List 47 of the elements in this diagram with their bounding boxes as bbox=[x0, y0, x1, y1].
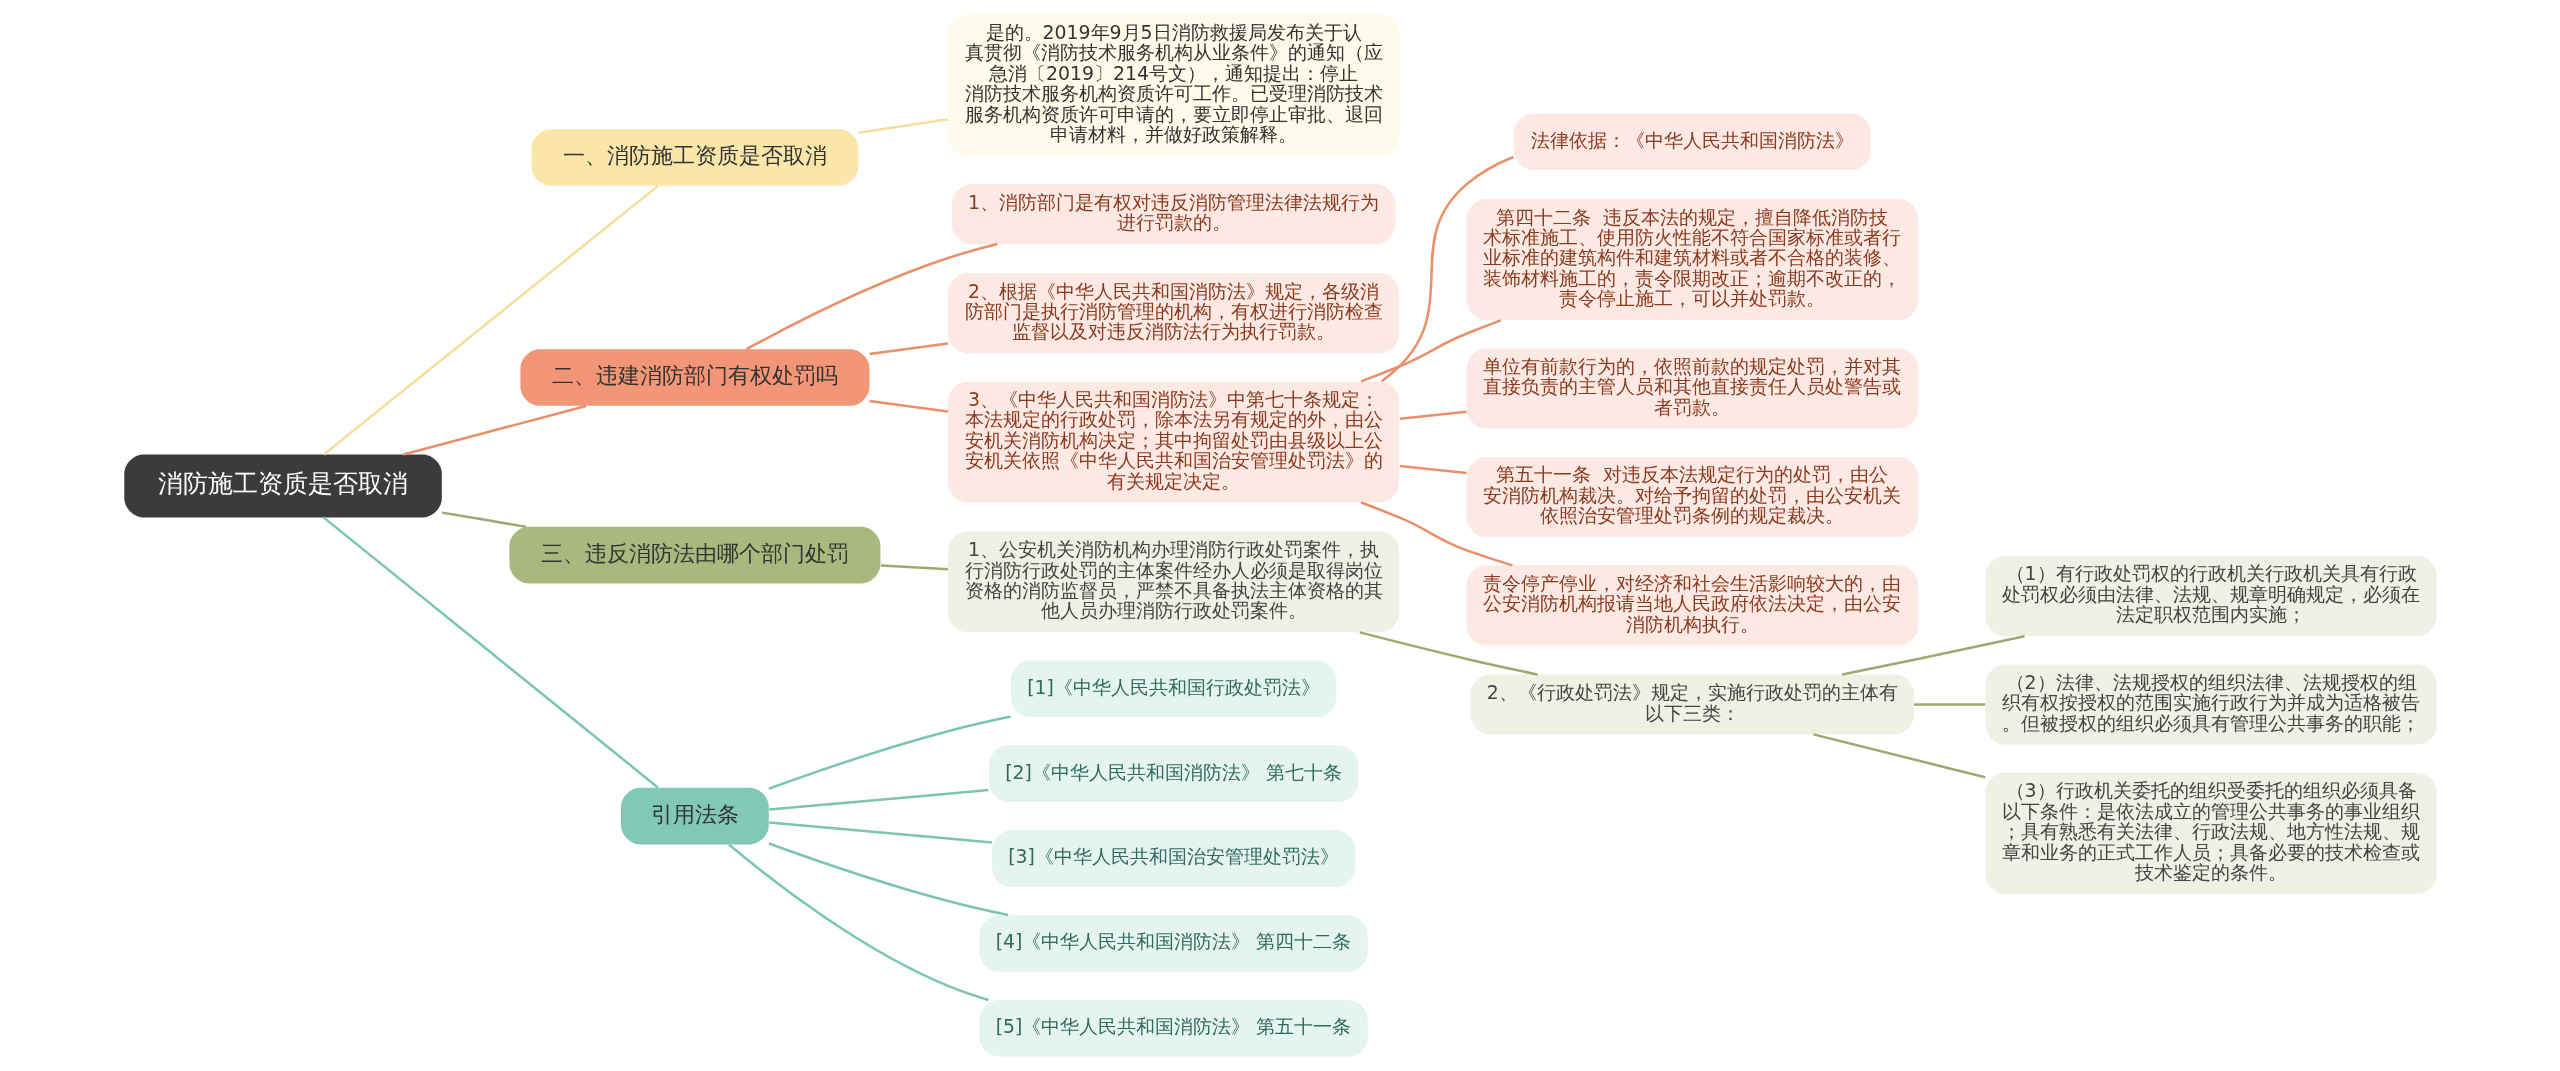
connector bbox=[1380, 155, 1514, 383]
connector bbox=[858, 117, 948, 134]
node-box: 三、违反消防法由哪个部门处罚 bbox=[508, 526, 880, 584]
connector bbox=[1360, 319, 1501, 383]
connector bbox=[880, 564, 948, 571]
node-box: 引用法条 bbox=[620, 787, 769, 845]
connector bbox=[727, 843, 989, 1002]
connector bbox=[1399, 464, 1467, 475]
node-box: [2]《中华人民共和国消防法》 第七十条 bbox=[988, 745, 1358, 802]
node-box: 1、消防部门是有权对违反消防管理法律法规行为进行罚款的。 bbox=[951, 184, 1395, 244]
node-box: [5]《中华人民共和国消防法》 第五十一条 bbox=[978, 1000, 1368, 1057]
connector bbox=[868, 399, 948, 413]
connector bbox=[1913, 703, 1985, 706]
node-box: 法律依据：《中华人民共和国消防法》 bbox=[1513, 113, 1871, 170]
node-box: 一、消防施工资质是否取消 bbox=[530, 129, 858, 186]
node-box: （3）行政机关委托的组织受委托的组织必须具备以下条件：是依法成立的管理公共事务的事业组织；具有熟悉有关法律、行政法规、地方性法规、规章和业务的正式工作人员；具备必要的技术检查或技术鉴定的条件。 bbox=[1985, 772, 2437, 894]
node-box: 2、根据《中华人民共和国消防法》规定，各级消防部门是执行消防管理的机构，有权进行消防检查监督以及对违反消防法行为执行罚款。 bbox=[947, 272, 1399, 354]
connector bbox=[402, 404, 586, 456]
connector bbox=[768, 788, 988, 811]
connector bbox=[441, 511, 526, 529]
node-box: （2）法律、法规授权的组织法律、法规授权的组织有权按授权的范围实施行政行为并成为适格被告。但被授权的组织必须具有管理公共事务的职能； bbox=[1985, 664, 2437, 745]
connector bbox=[322, 185, 659, 456]
connector bbox=[868, 342, 948, 356]
connector bbox=[322, 516, 659, 789]
connector bbox=[767, 842, 1008, 917]
node-box: 第五十一条 对违反本法规定行为的处罚，由公安消防机构裁决。对给予拘留的处罚，由公安机关依照治安管理处罚条例的规定裁决。 bbox=[1466, 456, 1918, 538]
node-box: [4]《中华人民共和国消防法》 第四十二条 bbox=[978, 915, 1368, 972]
node-box: 消防施工资质是否取消 bbox=[123, 454, 442, 518]
connector bbox=[1812, 733, 1986, 779]
node-box: 1、公安机关消防机构办理消防行政处罚案件，执行消防行政处罚的主体案件经办人必须是取得岗位资格的消防监督员，严禁不具备执法主体资格的其他人员办理消防行政处罚案件。 bbox=[947, 531, 1399, 633]
node-box: 单位有前款行为的，依照前款的规定处罚，并对其直接负责的主管人员和其他直接责任人员处警告或者罚款。 bbox=[1466, 348, 1918, 429]
node-box: 是的。2019年9月5日消防救援局发布关于认真贯彻《消防技术服务机构从业条件》的通知（应急消〔2019〕214号文），通知提出：停止消防技术服务机构资质许可工作。已受理消防技术服务机构资质许可申请的，要立即停止审批、退回申请材料，并做好政策解释。 bbox=[947, 14, 1399, 156]
connector bbox=[745, 242, 998, 351]
connector bbox=[1360, 501, 1513, 567]
node-box: [3]《中华人民共和国治安管理处罚法》 bbox=[991, 830, 1355, 887]
node-box: 3、《中华人民共和国消防法》中第七十条规定：本法规定的行政处罚，除本法另有规定的外，由公安机关消防机构决定；其中拘留处罚由县级以上公安机关依照《中华人民共和国治安管理处罚法》的有关规定决定。 bbox=[947, 381, 1399, 503]
node-box: 第四十二条 违反本法的规定，擅自降低消防技术标准施工、使用防火性能不符合国家标准或者行业标准的建筑构件和建筑材料或者不合格的装修、装饰材料施工的，责令限期改正；逾期不改正的，责令停止施工，可以并处罚款。 bbox=[1466, 199, 1918, 321]
node-box: 2、《行政处罚法》规定，实施行政处罚的主体有以下三类： bbox=[1470, 674, 1914, 735]
node-box: 二、违建消防部门有权处罚吗 bbox=[519, 349, 869, 406]
node-box: （1）有行政处罚权的行政机关行政机关具有行政处罚权必须由法律、法规、规章明确规定，必须在法定职权范围内实施； bbox=[1985, 555, 2437, 637]
node-box: 责令停产停业，对经济和社会生活影响较大的，由公安消防机构报请当地人民政府依法决定，由公安消防机构执行。 bbox=[1466, 565, 1918, 646]
connector bbox=[768, 821, 992, 844]
connector bbox=[1399, 410, 1467, 420]
connector bbox=[767, 715, 1011, 790]
connector bbox=[1359, 631, 1538, 676]
node-box: [1]《中华人民共和国行政处罚法》 bbox=[1010, 660, 1336, 718]
connector bbox=[1841, 635, 2025, 676]
